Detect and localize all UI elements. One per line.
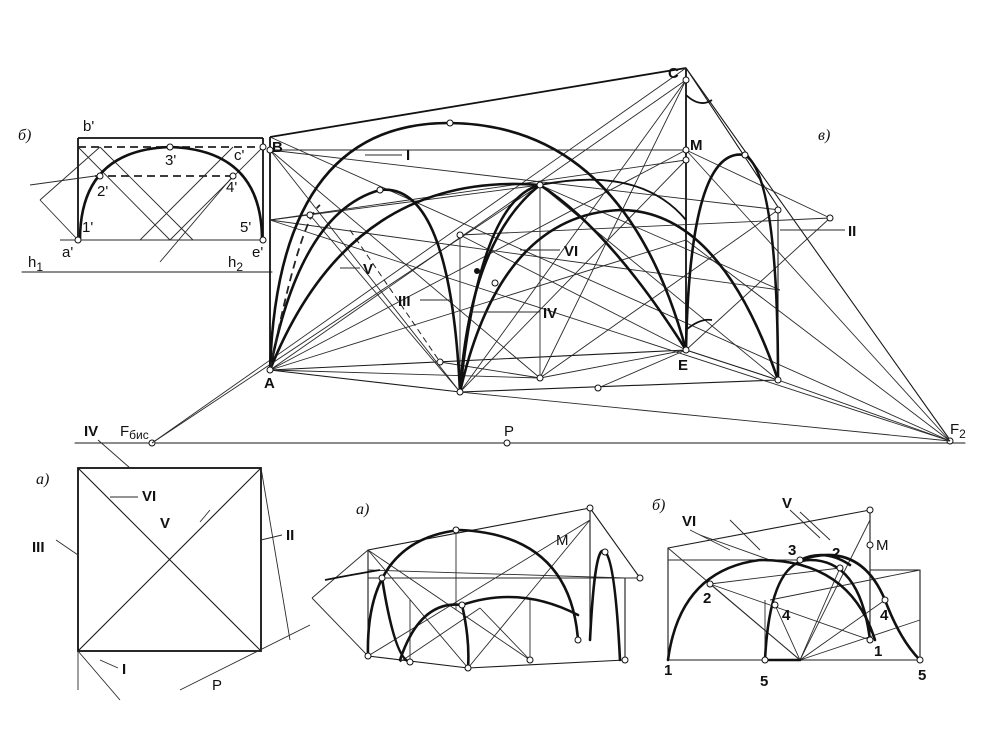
persp-b-roman-VI: VI: [682, 513, 696, 530]
persp-b-num-2b: 2: [703, 590, 711, 607]
plan-roman-IV: IV: [84, 423, 98, 440]
persp-b-num-4b: 4: [880, 607, 889, 624]
persp-b-roman-V: V: [782, 495, 792, 512]
point-5: 5': [240, 219, 251, 236]
point-c1: c': [234, 147, 245, 164]
persp-b-num-5b: 5: [918, 667, 926, 684]
roman-V: V: [363, 261, 373, 278]
fig-a-label: а): [36, 471, 49, 488]
point-b1: b': [83, 118, 94, 135]
figure-b-elevation: б) b' 3' c' 2' 4' 1' 5' a' e': [18, 118, 273, 274]
point-1: 1': [82, 219, 93, 236]
plan-roman-V: V: [160, 515, 170, 532]
figure-b-perspective: б): [652, 495, 926, 690]
plan-roman-VI: VI: [142, 488, 156, 505]
point-M: M: [690, 137, 703, 154]
roman-I: I: [406, 147, 410, 164]
persp-b-num-3: 3: [788, 542, 796, 559]
roman-VI: VI: [564, 243, 578, 260]
plan-roman-III: III: [32, 539, 45, 556]
point-a1: a': [62, 244, 73, 261]
point-4: 4': [226, 179, 237, 196]
persp-b-num-2a: 2: [832, 545, 840, 562]
point-2: 2': [97, 183, 108, 200]
fig-v-label: в): [818, 127, 830, 144]
point-3: 3': [165, 152, 176, 169]
persp-b-M: M: [876, 537, 889, 554]
roman-III: III: [398, 293, 411, 310]
figure-a-plan: а) IV VI V III II I P: [32, 423, 311, 701]
F-bis-label: Fбис: [120, 423, 149, 442]
point-e1: e': [252, 244, 263, 261]
fig-b-label: б): [18, 127, 31, 144]
roman-II: II: [848, 223, 856, 240]
h2-label: h2: [228, 254, 243, 274]
F2-label: F2: [950, 421, 966, 441]
figure-a-perspective: а): [311, 501, 644, 672]
point-E: E: [678, 357, 688, 374]
persp-b-num-4a: 4: [782, 607, 791, 624]
point-A: A: [264, 375, 275, 392]
persp-a-M: M: [556, 532, 569, 549]
fig-b2-label: б): [652, 497, 665, 514]
persp-b-num-1b: 1: [874, 643, 882, 660]
fig-a2-label: а): [356, 501, 369, 518]
persp-b-num-1a: 1: [664, 662, 672, 679]
plan-roman-II: II: [286, 527, 294, 544]
h1-label: h1: [28, 254, 43, 274]
plan-P-label: P: [212, 677, 222, 694]
persp-b-num-5a: 5: [760, 673, 768, 690]
P-label: P: [504, 423, 514, 440]
roman-IV: IV: [543, 305, 557, 322]
point-C: C: [668, 65, 679, 82]
figure-v-perspective: в): [74, 65, 966, 447]
plan-roman-I: I: [122, 661, 126, 678]
point-B: B: [272, 139, 283, 156]
